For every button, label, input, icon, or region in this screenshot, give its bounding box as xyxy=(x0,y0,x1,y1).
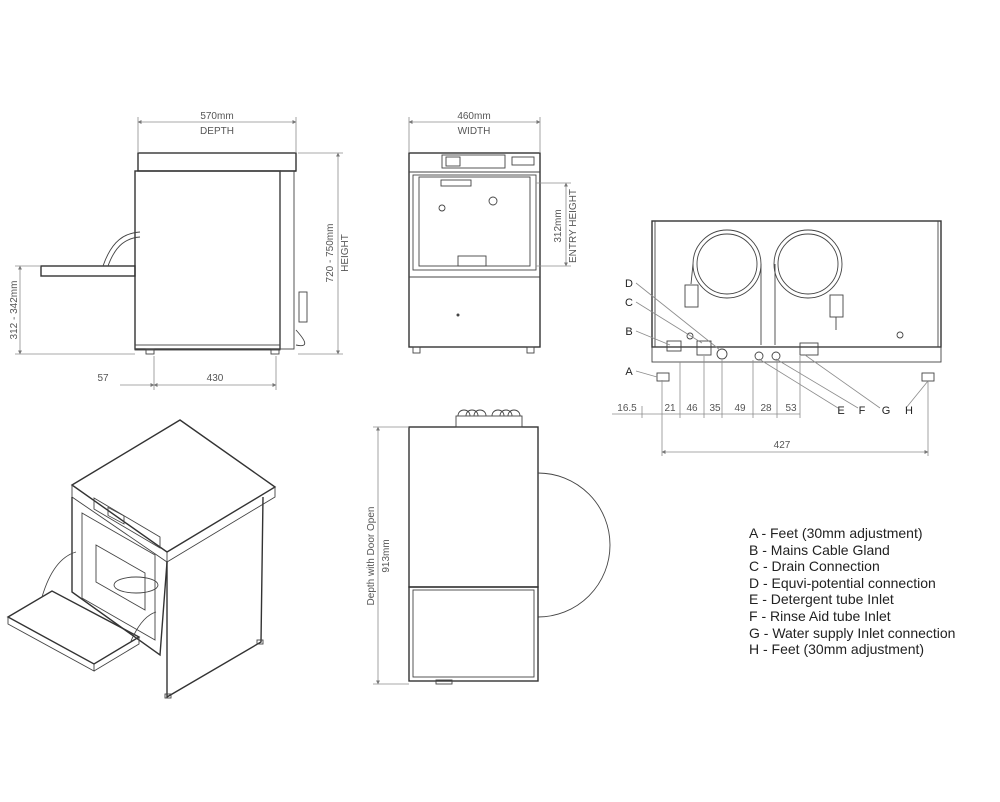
callout-h: H xyxy=(905,405,913,417)
callout-f: F xyxy=(859,405,866,417)
side-height-value: 720 - 750mm xyxy=(325,224,336,283)
legend-item-g: G - Water supply Inlet connection xyxy=(749,624,956,641)
rear-seg-7: 53 xyxy=(785,403,797,414)
front-width-label: WIDTH xyxy=(458,126,491,137)
side-rack-height: 312 - 342mm xyxy=(9,281,20,340)
side-depth-value: 570mm xyxy=(200,111,233,122)
callout-d: D xyxy=(625,278,633,290)
legend-item-b: B - Mains Cable Gland xyxy=(749,541,890,558)
legend-item-d: D - Equvi-potential connection xyxy=(749,574,936,591)
rear-total: 427 xyxy=(774,440,791,451)
callout-c: C xyxy=(625,297,633,309)
callout-g: G xyxy=(882,405,891,417)
rear-seg-1: 16.5 xyxy=(617,403,637,414)
callout-a: A xyxy=(625,366,633,378)
rear-seg-5: 49 xyxy=(734,403,746,414)
side-depth-label: DEPTH xyxy=(200,126,234,137)
side-base-overhang: 57 xyxy=(97,373,109,384)
legend-item-c: C - Drain Connection xyxy=(749,558,880,575)
top-view-door-open: Depth with Door Open 913mm xyxy=(366,409,611,685)
legend-item-a: A - Feet (30mm adjustment) xyxy=(749,525,923,541)
rear-seg-4: 35 xyxy=(709,403,721,414)
rear-seg-6: 28 xyxy=(760,403,772,414)
side-view: 570mm DEPTH 720 - 750mm HEIGHT 312 - 342… xyxy=(9,111,351,390)
door-open-label: Depth with Door Open xyxy=(366,507,377,606)
callout-e: E xyxy=(837,405,844,417)
isometric-view xyxy=(6,419,277,699)
side-height-label: HEIGHT xyxy=(340,234,351,272)
legend-item-h: H - Feet (30mm adjustment) xyxy=(749,641,925,658)
door-open-value: 913mm xyxy=(381,539,392,572)
callout-b: B xyxy=(625,326,632,338)
front-entry-label: ENTRY HEIGHT xyxy=(568,189,579,263)
rear-seg-2: 21 xyxy=(664,403,676,414)
legend-item-f: F - Rinse Aid tube Inlet xyxy=(749,607,891,624)
rear-view: A B C D E F G H 16.5 21 46 35 49 28 53 4… xyxy=(612,220,942,456)
connection-legend: A - Feet (30mm adjustment) B - Mains Cab… xyxy=(749,525,955,658)
rear-seg-3: 46 xyxy=(686,403,698,414)
legend-item-e: E - Detergent tube Inlet xyxy=(749,591,894,608)
side-base-depth: 430 xyxy=(207,373,224,384)
front-view: 460mm WIDTH 312mm ENTRY HEIGHT xyxy=(408,111,579,354)
front-entry-value: 312mm xyxy=(553,209,564,242)
front-width-value: 460mm xyxy=(457,111,490,122)
